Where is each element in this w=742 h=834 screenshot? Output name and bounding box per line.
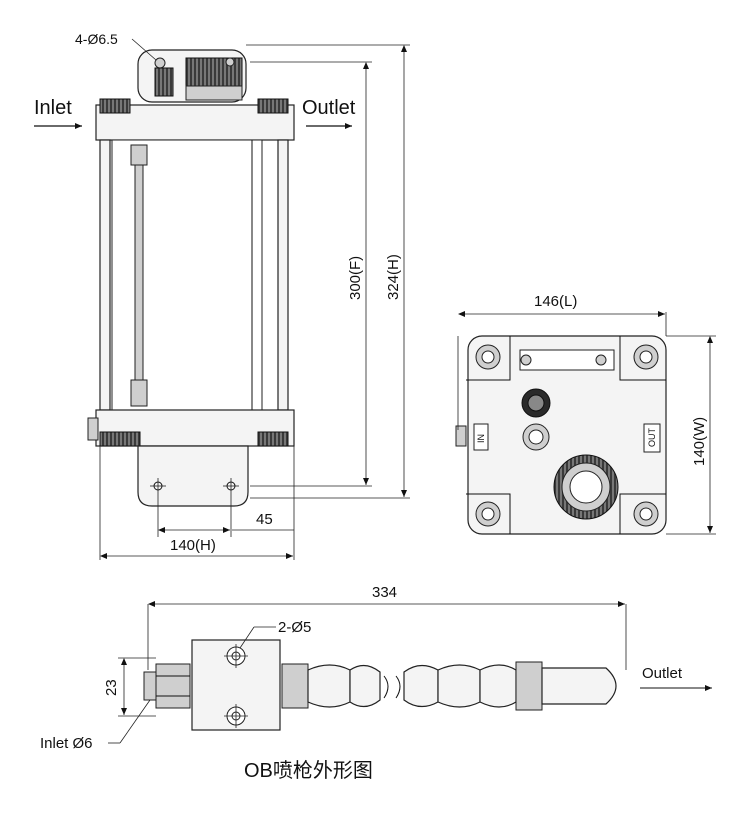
dim-45: 45: [256, 511, 273, 528]
nozzle-view: 334 2-Ø5 23 Inlet Ø6: [40, 584, 712, 752]
tie-rod-right: [277, 139, 289, 411]
out-tag: [643, 423, 661, 453]
dim-23: 23: [103, 679, 120, 696]
nozzle-hole-callout: 2-Ø5: [278, 619, 311, 636]
gauge-tube: [134, 164, 144, 381]
tie-rod-left: [99, 139, 111, 411]
in-tag: [473, 423, 489, 451]
side-plug: [455, 425, 467, 447]
inlet-nut: [155, 663, 191, 709]
dim-flange: 300(F): [347, 256, 364, 300]
gauge-port: [521, 388, 551, 418]
inlet-fitting: [99, 98, 131, 114]
dim-length: 146(L): [534, 293, 577, 310]
side-view: IN OUT 146(L) 140(W): [455, 293, 716, 535]
large-port: [553, 454, 619, 520]
dim-height: 324(H): [385, 254, 402, 300]
port-out-label: OUT: [647, 428, 657, 448]
segment-4: [437, 664, 481, 708]
gauge-fitting-top: [130, 144, 148, 166]
port-in-label: IN: [476, 434, 486, 443]
hole-callout-leader: [131, 38, 157, 61]
front-view: Inlet Outlet 4-Ø6.5 300(F) 324(H) 45 140…: [34, 31, 410, 560]
small-knurled-fitting: [154, 67, 174, 97]
inlet-stub: [143, 671, 157, 701]
dim-side-width: 140(W): [691, 417, 708, 466]
caption: OB喷枪外形图: [244, 759, 373, 782]
nozzle-tip: [541, 667, 617, 705]
nozzle-outlet-label: Outlet: [642, 665, 683, 682]
bolt-top-left: [475, 344, 501, 370]
mount-hole-top: [154, 57, 166, 69]
bottom-bracket: [137, 445, 249, 507]
outlet-nut: [281, 663, 309, 709]
hole-callout: 4-Ø6.5: [75, 31, 118, 47]
bottom-fitting-left: [99, 431, 141, 447]
segment-2: [349, 664, 381, 708]
dim-width: 140(H): [170, 537, 216, 554]
bottom-fitting-right: [257, 431, 289, 447]
outlet-label: Outlet: [302, 97, 356, 119]
nozzle-inlet-label: Inlet Ø6: [40, 735, 93, 752]
top-strip: [519, 349, 615, 371]
tip-nut: [515, 661, 543, 711]
bolt-bottom-right: [633, 501, 659, 527]
bolt-bottom-left: [475, 501, 501, 527]
bolt-top-right: [633, 344, 659, 370]
outlet-fitting: [257, 98, 289, 114]
segment-3: [403, 664, 439, 708]
knob-base: [185, 85, 243, 101]
mount-hole-top-right: [225, 57, 235, 67]
segment-1: [307, 664, 351, 708]
drain-plug: [87, 417, 99, 441]
segment-5: [479, 664, 517, 708]
dim-nozzle-length: 334: [372, 584, 397, 601]
inlet-label: Inlet: [34, 97, 72, 119]
gauge-fitting-bottom: [130, 379, 148, 407]
small-port: [522, 423, 550, 451]
